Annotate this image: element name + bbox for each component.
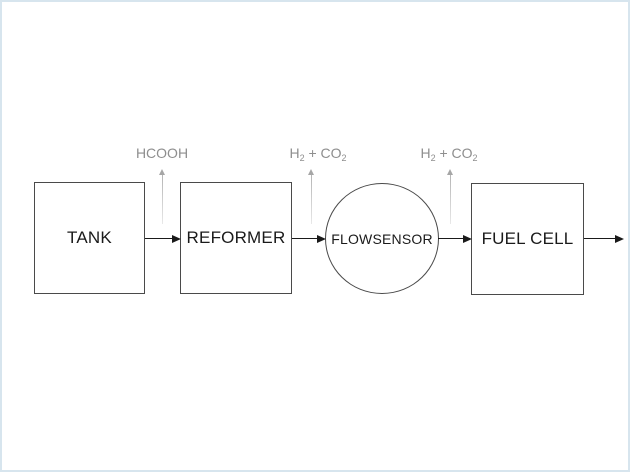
- right-arrowhead-icon: [172, 234, 181, 243]
- arrow-line: [292, 237, 317, 240]
- stream-up-arrow-h2co2-1: [307, 169, 315, 224]
- up-arrow-line: [161, 175, 163, 224]
- arrow-line: [145, 237, 172, 240]
- right-arrowhead-icon: [615, 234, 624, 243]
- stream-label-hcooh: HCOOH: [117, 145, 207, 162]
- node-tank-label: TANK: [67, 228, 112, 247]
- up-arrowhead-icon: [159, 169, 165, 175]
- stream-label-h2co2-reformer: H2 + CO2: [289, 145, 347, 163]
- arrow-reformer-to-flowsensor: [292, 234, 326, 243]
- node-flowsensor-label: FLOWSENSOR: [331, 230, 433, 247]
- node-reformer: REFORMER: [180, 182, 292, 294]
- arrow-flowsensor-to-fuel-cell: [438, 234, 472, 243]
- right-arrowhead-icon: [463, 234, 472, 243]
- node-fuel-cell-label: FUEL CELL: [481, 229, 574, 248]
- arrow-tank-to-reformer: [145, 234, 181, 243]
- stream-up-arrow-h2co2-2: [446, 169, 454, 224]
- node-flowsensor: FLOWSENSOR: [325, 183, 439, 294]
- up-arrow-line: [449, 175, 451, 224]
- up-arrowhead-icon: [447, 169, 453, 175]
- arrow-fuel-cell-output: [584, 234, 624, 243]
- stream-label-hcooh-text: HCOOH: [135, 145, 189, 161]
- arrow-line: [438, 237, 463, 240]
- stream-up-arrow-hcooh: [158, 169, 166, 224]
- node-tank: TANK: [34, 182, 145, 294]
- right-arrowhead-icon: [317, 234, 326, 243]
- up-arrow-line: [310, 175, 312, 224]
- node-reformer-label: REFORMER: [186, 228, 286, 247]
- node-fuel-cell: FUEL CELL: [471, 183, 584, 295]
- stream-label-h2co2-flowsensor: H2 + CO2: [420, 145, 478, 163]
- arrow-line: [584, 237, 615, 240]
- up-arrowhead-icon: [308, 169, 314, 175]
